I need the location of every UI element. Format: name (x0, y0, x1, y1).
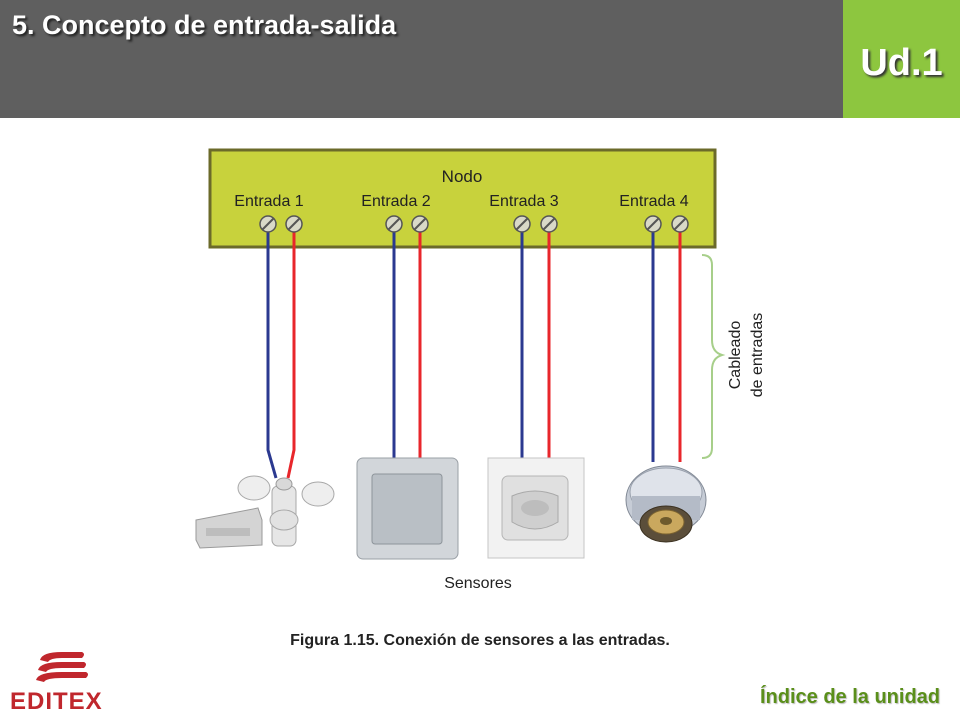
screw-icon (259, 215, 277, 233)
unit-label: Ud.1 (860, 42, 943, 84)
screw-icon (671, 215, 689, 233)
screw-icon (513, 215, 531, 233)
wire-red-1 (286, 225, 296, 479)
input-label-4: Entrada 4 (619, 193, 688, 210)
motion-sensor-icon (487, 457, 585, 559)
screw-icon (411, 215, 429, 233)
wiring-label-line2: de entradas (749, 313, 766, 398)
editex-logo-icon (36, 652, 88, 682)
input-label-1: Entrada 1 (234, 193, 303, 210)
index-link[interactable]: Índice de la unidad (759, 686, 940, 708)
figure-caption: Figura 1.15. Conexión de sensores a las … (290, 632, 670, 649)
terminals (259, 215, 689, 233)
sensors-label: Sensores (444, 575, 512, 592)
wire-blue-1 (266, 225, 278, 479)
wiring-label-line1: Cableado (727, 321, 744, 390)
page-title: 5. Concepto de entrada-salida (12, 10, 397, 40)
input-label-3: Entrada 3 (489, 193, 558, 210)
anemometer-sensor-icon (195, 475, 335, 549)
switch-sensor-icon (356, 457, 459, 560)
wiring-bracket (701, 254, 726, 459)
screw-icon (540, 215, 558, 233)
screw-icon (285, 215, 303, 233)
temperature-sensor-icon (625, 465, 707, 543)
wires (266, 225, 682, 479)
screw-icon (644, 215, 662, 233)
logo-text: EDITEX (10, 688, 103, 715)
node-label: Nodo (442, 167, 483, 186)
unit-badge: Ud.1 (843, 0, 960, 118)
input-label-2: Entrada 2 (361, 193, 430, 210)
screw-icon (385, 215, 403, 233)
editex-logo: EDITEX (10, 648, 110, 718)
header-bar: 5. Concepto de entrada-salida (0, 0, 843, 118)
